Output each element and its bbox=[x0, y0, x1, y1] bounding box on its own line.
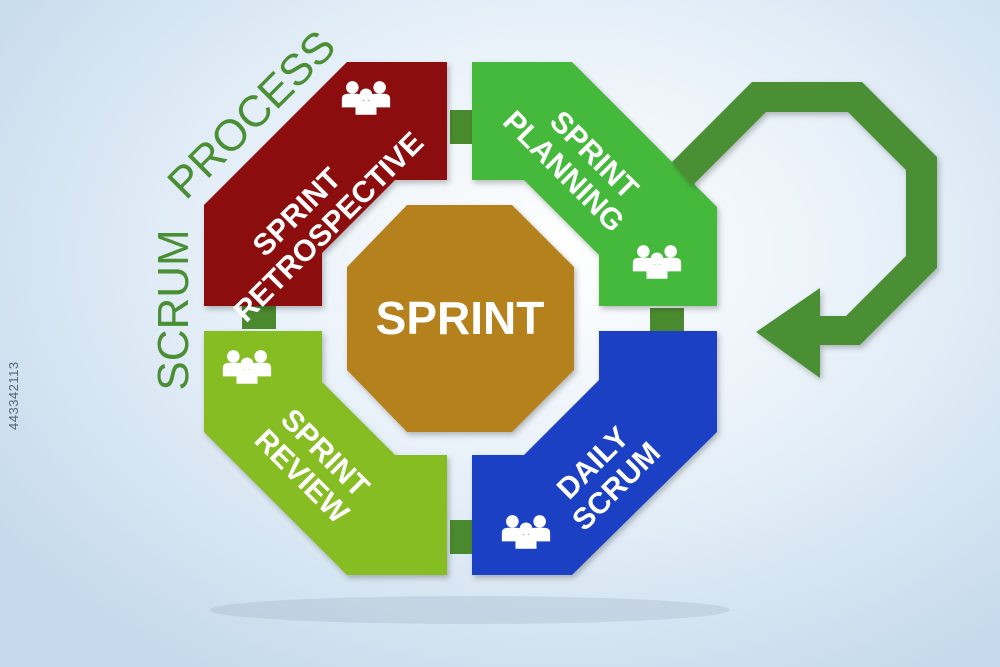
segment-sprint-review bbox=[204, 331, 447, 575]
connector-left bbox=[242, 305, 276, 329]
segment-sprint-planning bbox=[472, 62, 717, 306]
floor-shadow bbox=[210, 596, 730, 624]
connector-bottom bbox=[450, 520, 474, 554]
watermark-id: 443342113 bbox=[6, 361, 21, 430]
center-octagon bbox=[347, 205, 574, 432]
segment-daily-scrum bbox=[472, 331, 717, 575]
connector-right bbox=[650, 308, 684, 332]
connector-top bbox=[450, 110, 474, 144]
segment-sprint-retrospective bbox=[204, 62, 447, 306]
center-label: SPRINT bbox=[376, 292, 545, 344]
scrum-side-label: SCRUM bbox=[149, 229, 198, 390]
cycle-arrow-icon bbox=[672, 82, 937, 378]
